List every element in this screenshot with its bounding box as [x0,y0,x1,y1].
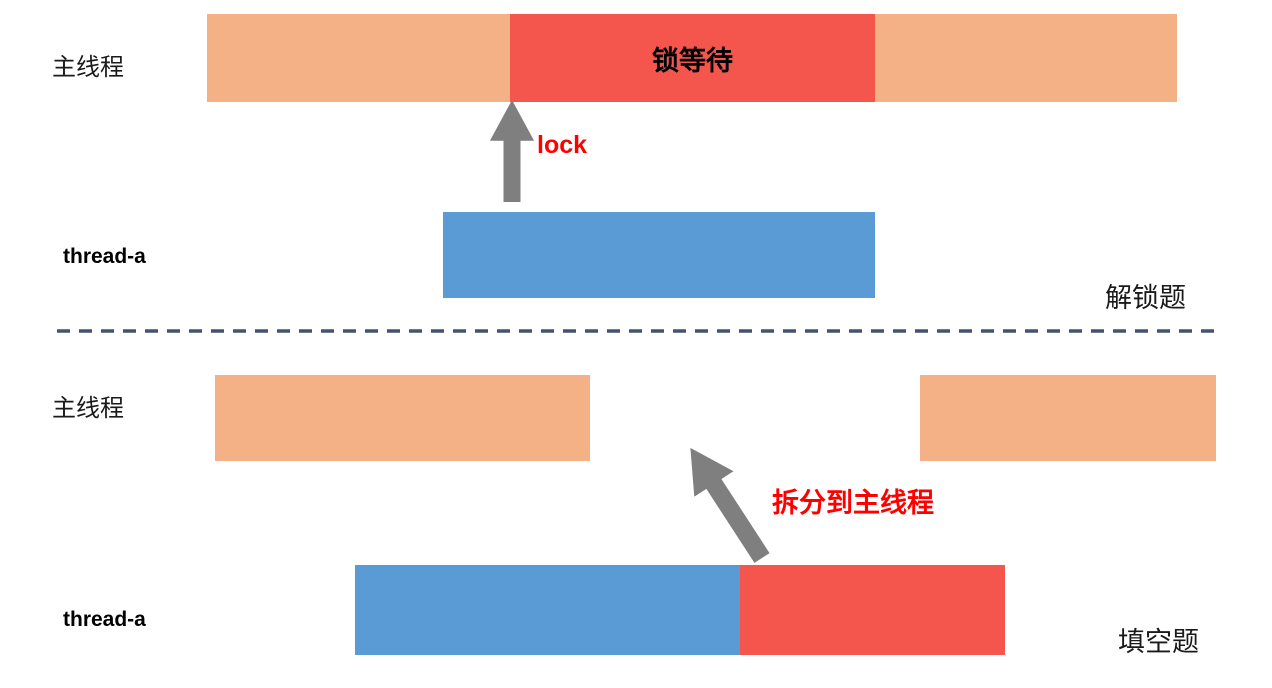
top-thread-a-label: thread-a [63,245,146,268]
bottom-main-thread-label: 主线程 [52,395,124,422]
top-section-title: 解锁题 [1105,283,1186,313]
bottom-thread-a-bar [355,565,1005,655]
top-bar-orange-segment-left [207,14,510,102]
bottom-bar-blue-segment [355,565,740,655]
top-main-thread-label: 主线程 [52,54,124,81]
bottom-main-thread-bar-left [215,375,590,461]
lock-wait-text: 锁等待 [652,45,733,76]
top-bar-lock-wait-segment: 锁等待 [510,14,875,102]
split-to-main-annotation: 拆分到主线程 [772,488,934,518]
split-arrow [690,447,770,563]
bottom-main-thread-bar-right [920,375,1216,461]
bottom-thread-a-label: thread-a [63,608,146,631]
top-thread-a-bar [443,212,875,298]
lock-annotation: lock [537,131,588,159]
bottom-section-title: 填空题 [1118,627,1199,657]
top-bar-orange-segment-right [875,14,1177,102]
bottom-bar-red-segment [740,565,1005,655]
top-main-thread-bar: 锁等待 [207,14,1177,102]
